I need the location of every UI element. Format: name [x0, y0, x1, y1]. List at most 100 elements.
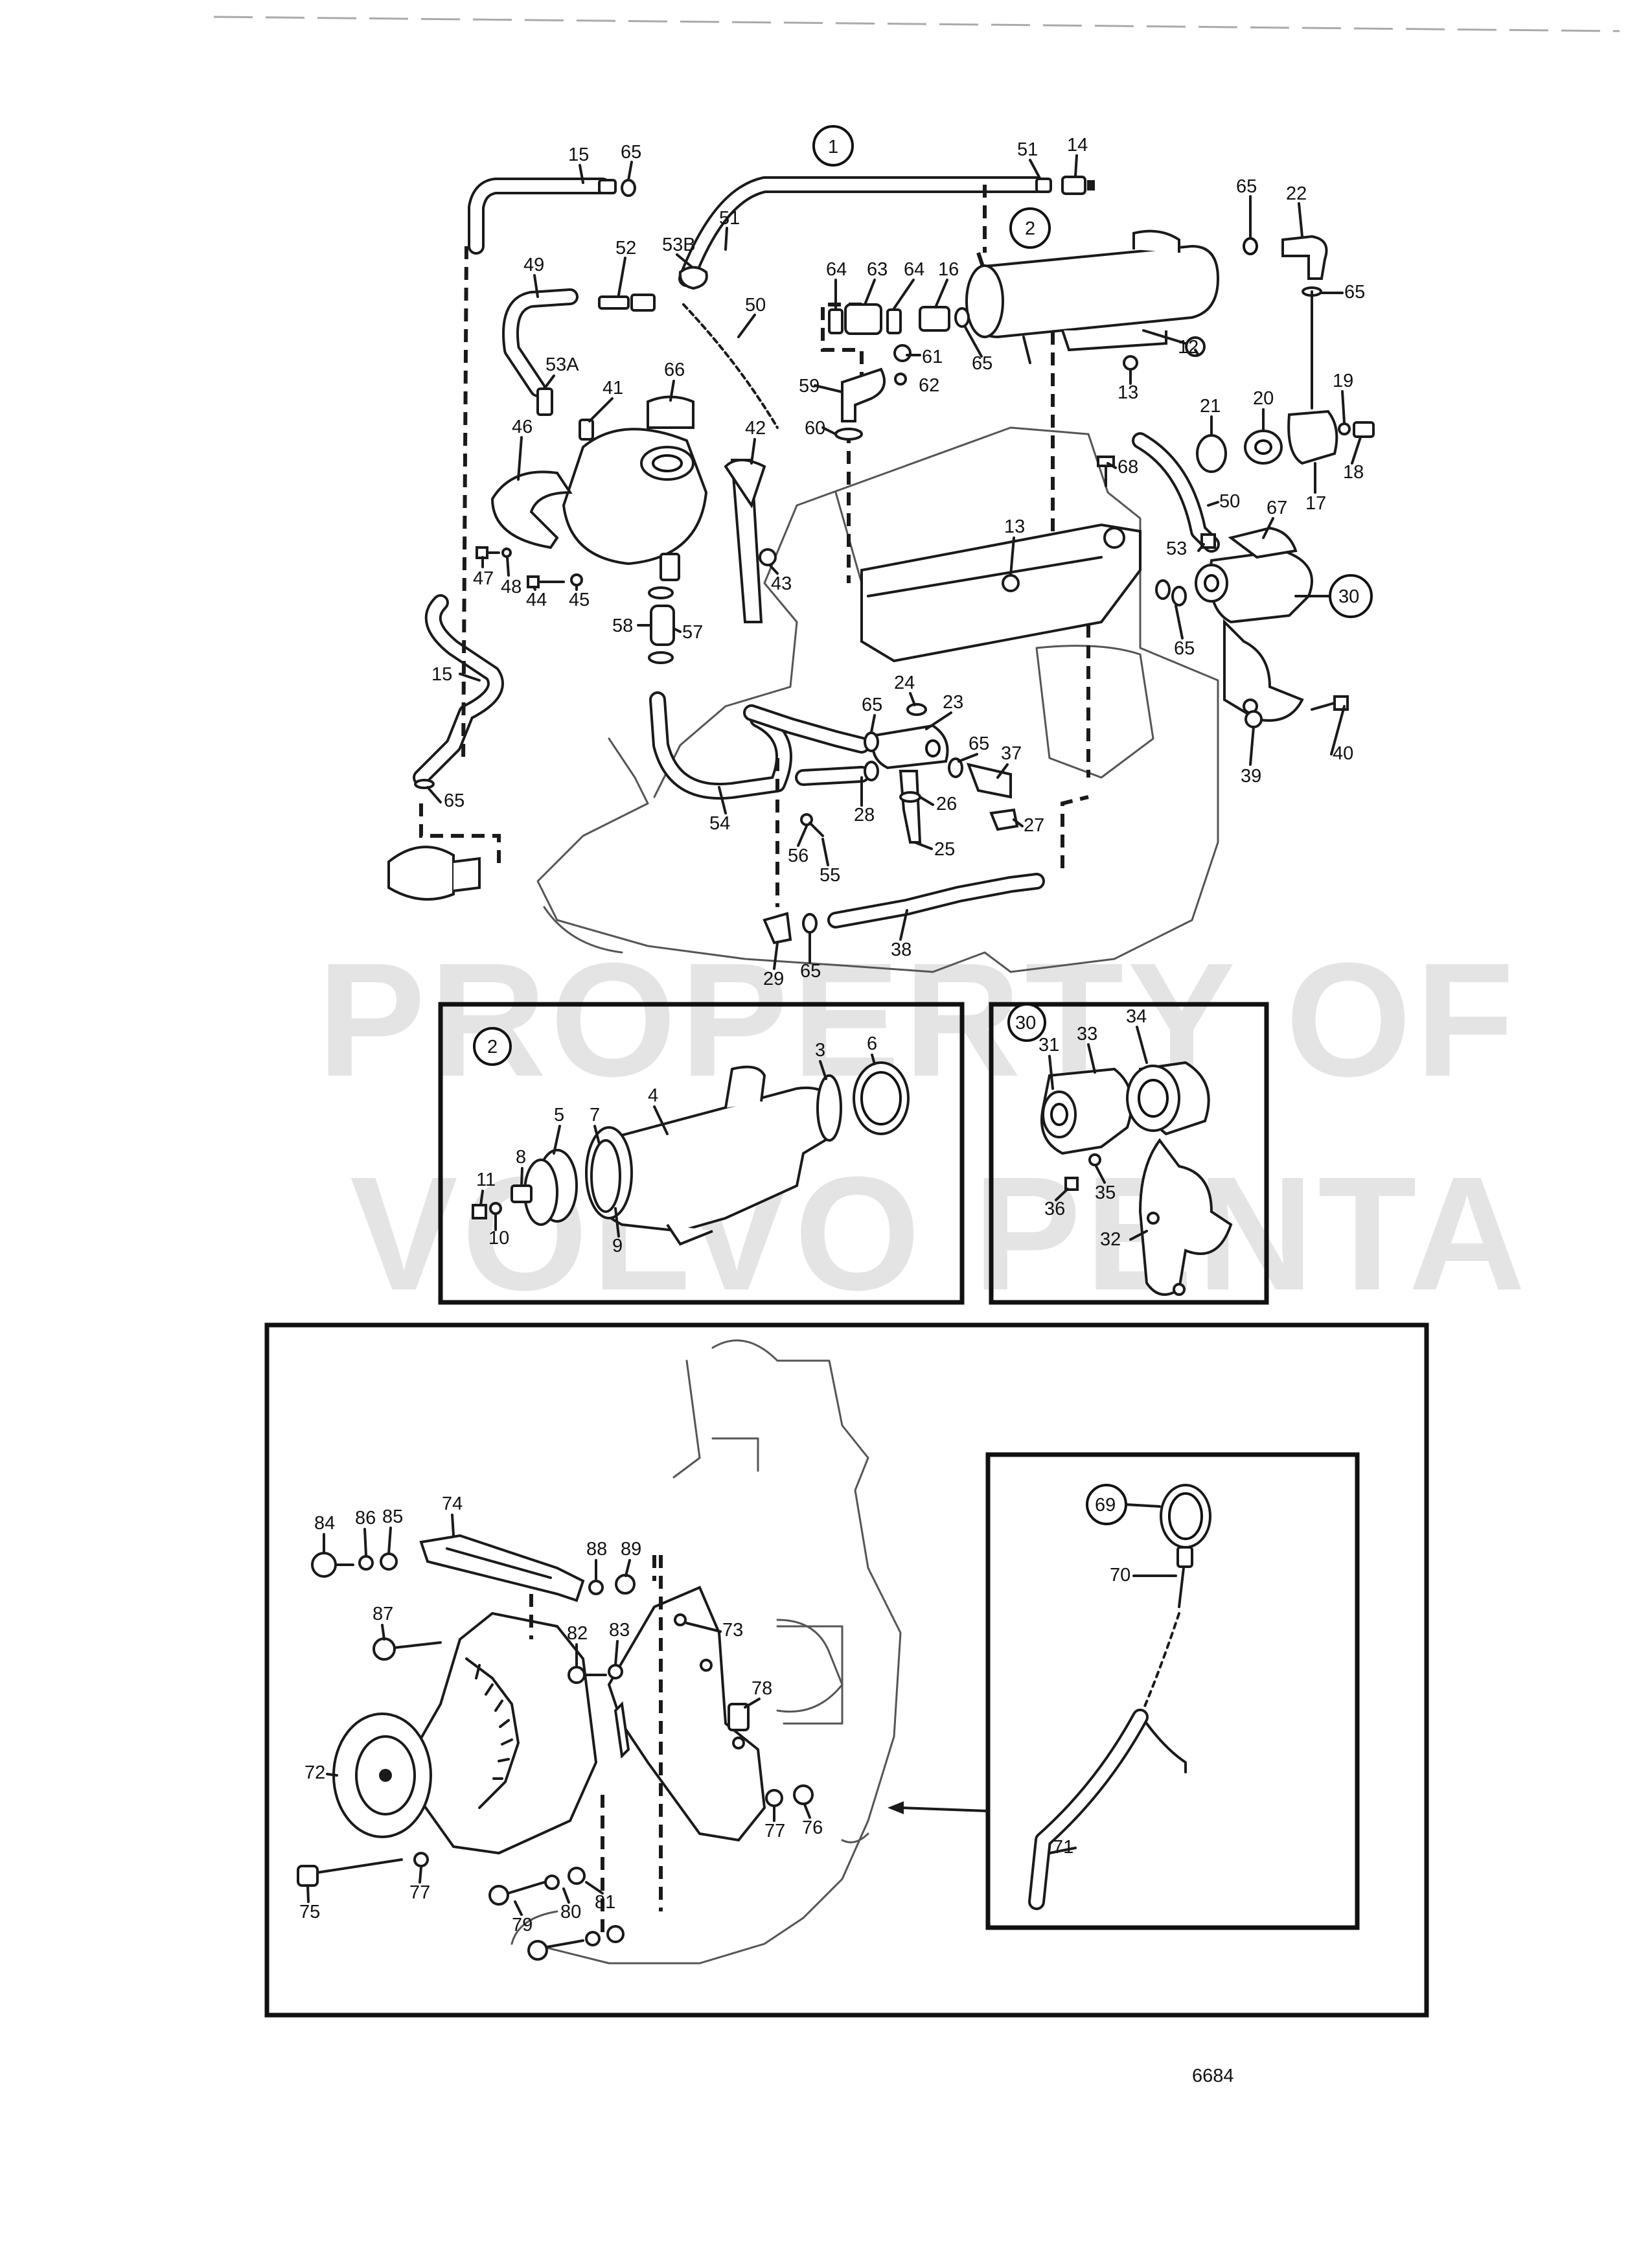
- svg-text:30: 30: [1338, 586, 1359, 607]
- svg-text:71: 71: [1053, 1837, 1073, 1858]
- svg-text:5: 5: [554, 1105, 564, 1125]
- svg-text:41: 41: [602, 378, 623, 398]
- elbow-59: [841, 367, 886, 422]
- svg-text:6: 6: [867, 1033, 877, 1054]
- pipe-54: [649, 691, 792, 800]
- boss-right: [776, 1625, 843, 1725]
- water-pump-30: [1195, 526, 1313, 722]
- inset-2-frame: 2: [438, 1002, 965, 1305]
- svg-text:15: 15: [568, 144, 589, 165]
- rings-65-manifold: [1155, 579, 1187, 606]
- svg-text:64: 64: [826, 259, 847, 280]
- svg-text:84: 84: [314, 1513, 335, 1534]
- bolt-40-washer-39: [1245, 695, 1349, 728]
- svg-text:48: 48: [501, 577, 522, 597]
- hose-15-lower: [413, 594, 504, 786]
- svg-text:23: 23: [943, 692, 963, 713]
- svg-text:9: 9: [612, 1236, 623, 1256]
- bracket-42: [724, 459, 777, 623]
- svg-text:30: 30: [1015, 1013, 1036, 1033]
- expansion-tank-41: [562, 419, 708, 581]
- svg-text:54: 54: [709, 813, 730, 834]
- fitting-53a: [536, 387, 553, 416]
- svg-text:VOLVO PENTA: VOLVO PENTA: [350, 1143, 1530, 1324]
- screw-61-washer-62: [893, 344, 921, 386]
- svg-text:56: 56: [788, 846, 809, 866]
- svg-text:2: 2: [487, 1037, 498, 1057]
- svg-text:73: 73: [722, 1620, 743, 1641]
- svg-text:85: 85: [382, 1506, 403, 1527]
- svg-text:24: 24: [894, 673, 915, 693]
- svg-text:77: 77: [409, 1882, 430, 1903]
- svg-text:2: 2: [1025, 218, 1035, 239]
- svg-text:44: 44: [526, 590, 547, 610]
- distributor-23: [871, 724, 949, 844]
- svg-text:27: 27: [1024, 815, 1044, 836]
- svg-text:74: 74: [442, 1494, 463, 1514]
- pulley-72: [332, 1713, 432, 1838]
- svg-text:37: 37: [1001, 743, 1022, 764]
- ring-65-lower-left: [414, 779, 435, 789]
- svg-text:45: 45: [569, 590, 590, 610]
- svg-text:21: 21: [1200, 396, 1221, 417]
- drawing-number: 6684: [1192, 2066, 1234, 2086]
- ring-24: [906, 703, 927, 716]
- lower-frame: [264, 1322, 1429, 2018]
- svg-text:55: 55: [820, 865, 840, 886]
- svg-text:12: 12: [1178, 337, 1199, 358]
- heat-exchanger-2: [965, 229, 1220, 364]
- svg-text:36: 36: [1044, 1199, 1065, 1219]
- callout-1: 1: [812, 125, 854, 167]
- svg-text:33: 33: [1077, 1024, 1097, 1044]
- svg-text:20: 20: [1253, 388, 1274, 409]
- hose-57-clamps-58: [648, 586, 675, 664]
- svg-text:65: 65: [444, 790, 465, 811]
- svg-text:31: 31: [1038, 1035, 1059, 1055]
- svg-text:78: 78: [751, 1678, 772, 1699]
- dipstick: [1139, 1484, 1211, 1718]
- svg-text:14: 14: [1067, 135, 1088, 156]
- labels-inset-69: 70 71: [1048, 1565, 1177, 1858]
- svg-text:PROPERTY OF: PROPERTY OF: [317, 929, 1518, 1110]
- svg-text:62: 62: [919, 375, 939, 396]
- svg-text:83: 83: [609, 1620, 630, 1641]
- inset-30-labels: 31 33 34 35 36 32: [1038, 1006, 1148, 1250]
- inset-2-parts: [472, 1061, 910, 1246]
- svg-text:50: 50: [745, 295, 766, 316]
- svg-text:65: 65: [969, 733, 989, 754]
- svg-text:46: 46: [512, 417, 533, 437]
- svg-text:17: 17: [1305, 493, 1326, 514]
- fasteners-lower: [297, 1552, 814, 1961]
- svg-text:7: 7: [590, 1105, 600, 1125]
- svg-text:68: 68: [1118, 457, 1138, 478]
- screws-56-55: [800, 813, 824, 837]
- dipstick-tube-71: [1028, 1709, 1187, 1910]
- svg-text:39: 39: [1241, 766, 1261, 787]
- svg-text:87: 87: [373, 1604, 393, 1624]
- svg-text:51: 51: [1017, 139, 1038, 160]
- hose-15-upper: [468, 178, 611, 255]
- svg-text:4: 4: [648, 1085, 658, 1106]
- pipe-51: [678, 176, 1045, 287]
- ring-65-upper-right: [1243, 237, 1258, 255]
- hose-50-right: [1132, 432, 1220, 553]
- alternator: [413, 1611, 598, 1855]
- svg-text:11: 11: [476, 1170, 496, 1190]
- svg-text:38: 38: [891, 940, 912, 960]
- hose-49: [502, 288, 579, 397]
- tension-arm-74: [419, 1534, 585, 1602]
- svg-text:65: 65: [1174, 638, 1195, 659]
- clips-and-sleeve-63: [828, 303, 970, 335]
- svg-text:10: 10: [488, 1228, 509, 1249]
- svg-text:28: 28: [854, 805, 875, 825]
- pipe-38: [827, 873, 1045, 928]
- svg-text:19: 19: [1333, 371, 1353, 391]
- union-14: [1035, 176, 1095, 195]
- elbow-22: [1281, 235, 1328, 280]
- engine-outline-lower: [511, 1339, 902, 1965]
- svg-text:81: 81: [595, 1892, 615, 1913]
- svg-text:22: 22: [1286, 183, 1307, 204]
- svg-text:65: 65: [800, 961, 821, 982]
- bracket-73: [607, 1586, 766, 1842]
- ring-65-top: [598, 179, 636, 197]
